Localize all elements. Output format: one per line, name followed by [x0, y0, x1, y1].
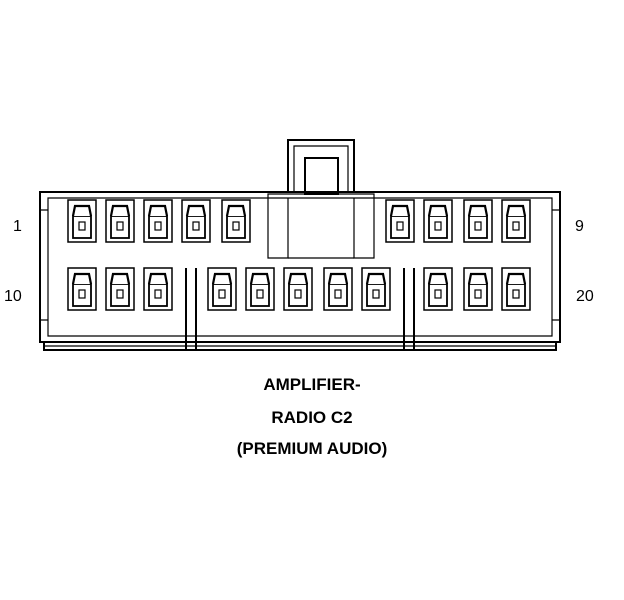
terminal-cavity-1: [67, 199, 97, 243]
connector-housing: [39, 139, 561, 351]
terminal-cavity-20: [501, 267, 531, 311]
caption-line-2: RADIO C2: [271, 408, 353, 427]
terminal-cavity-16: [323, 267, 353, 311]
terminal-cavity-2: [105, 199, 135, 243]
terminal-cavity-19: [463, 267, 493, 311]
pin-label-20: 20: [576, 288, 594, 305]
terminal-cavity-10: [67, 267, 97, 311]
terminal-cavities: [67, 199, 531, 311]
terminal-cavity-17: [361, 267, 391, 311]
terminal-cavity-9: [501, 199, 531, 243]
pin-label-9: 9: [575, 218, 584, 235]
pin-label-10: 10: [4, 288, 22, 305]
terminal-cavity-18: [423, 267, 453, 311]
pin-label-1: 1: [13, 218, 22, 235]
terminal-cavity-7: [423, 199, 453, 243]
caption-line-3: (PREMIUM AUDIO): [236, 439, 388, 458]
terminal-cavity-12: [143, 267, 173, 311]
terminal-cavity-11: [105, 267, 135, 311]
terminal-cavity-13: [207, 267, 237, 311]
terminal-cavity-8: [463, 199, 493, 243]
terminal-cavity-15: [283, 267, 313, 311]
terminal-cavity-4: [181, 199, 211, 243]
terminal-cavity-3: [143, 199, 173, 243]
terminal-cavity-5: [221, 199, 251, 243]
caption-line-1: AMPLIFIER-: [263, 375, 361, 394]
terminal-cavity-6: [385, 199, 415, 243]
terminal-cavity-14: [245, 267, 275, 311]
